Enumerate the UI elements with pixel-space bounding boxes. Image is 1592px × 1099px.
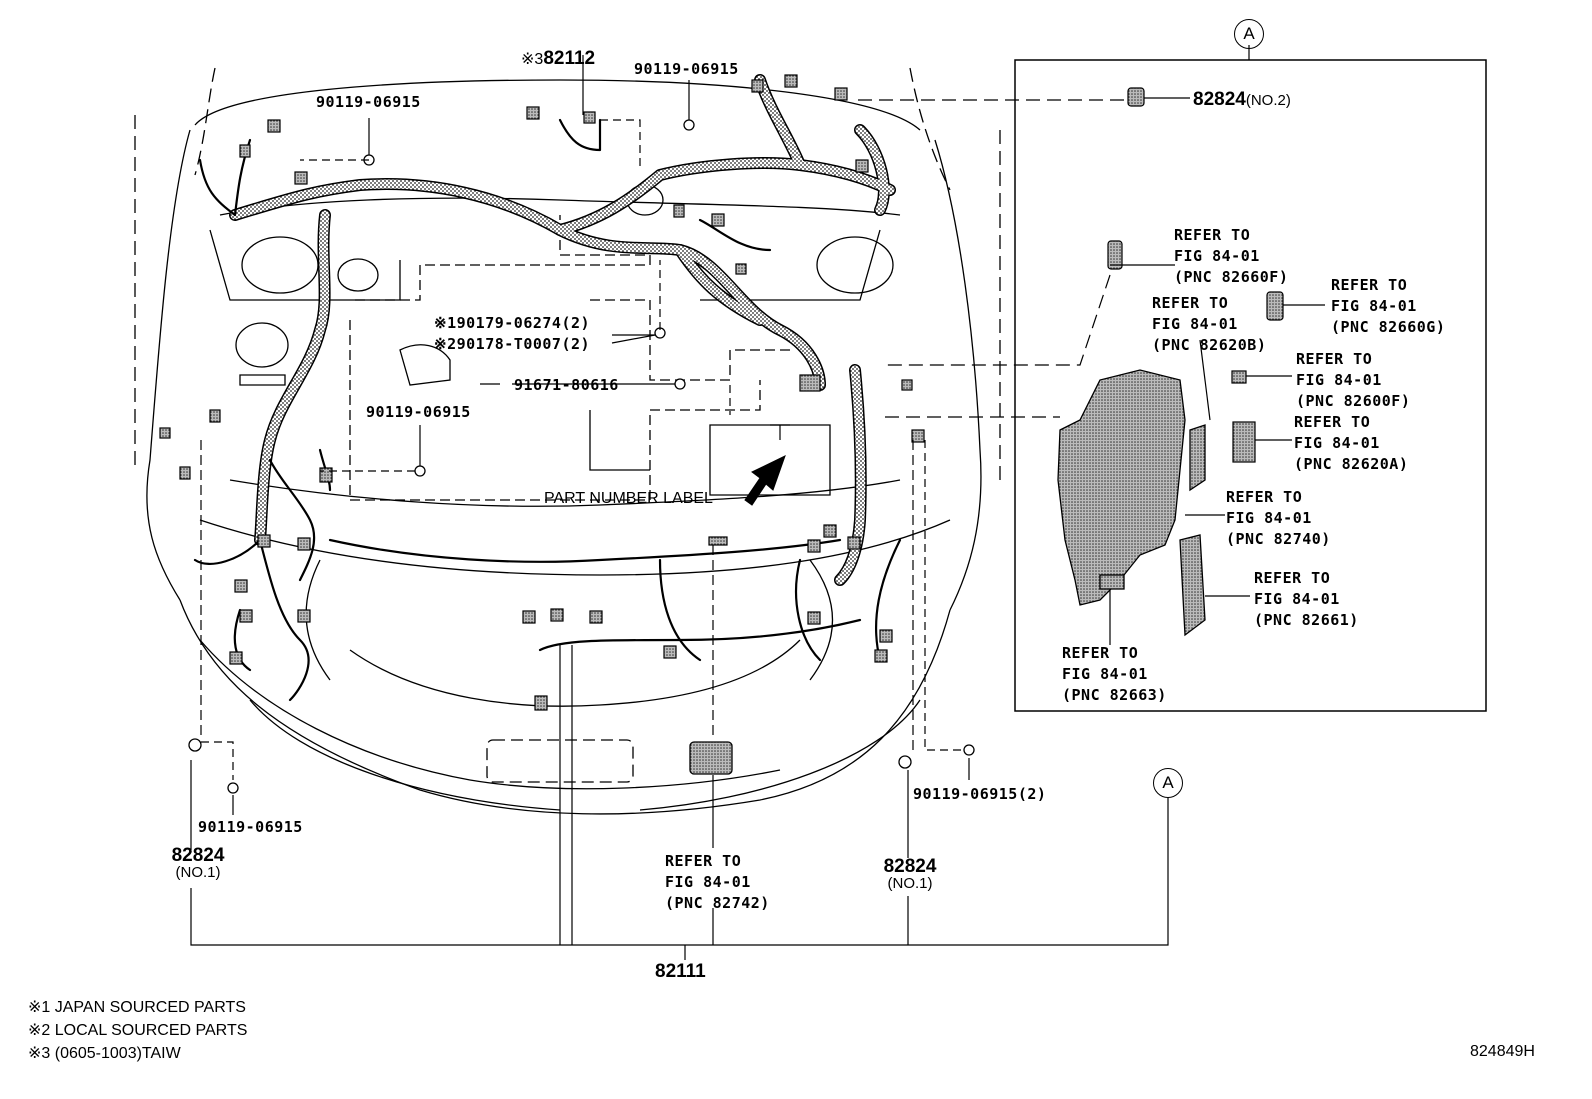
footnote-2: ※2 LOCAL SOURCED PARTS — [28, 1022, 248, 1039]
refer-82740-line2: FIG 84-01 — [1226, 509, 1312, 527]
refer-82600f-line2: FIG 84-01 — [1296, 371, 1382, 389]
part-82824-right: 82824 (NO.1) — [880, 857, 940, 891]
refer-82660g: REFER TO FIG 84-01 (PNC 82660G) — [1331, 275, 1445, 338]
refer-82600f-line1: REFER TO — [1296, 350, 1373, 368]
refer-82661: REFER TO FIG 84-01 (PNC 82661) — [1254, 568, 1359, 631]
part-82824-left-suffix: (NO.1) — [175, 864, 221, 881]
refer-82661-line3: (PNC 82661) — [1254, 611, 1359, 629]
refer-82742-line3: (PNC 82742) — [665, 894, 770, 912]
refer-82742: REFER TO FIG 84-01 (PNC 82742) — [665, 851, 770, 914]
bolt-90119-bottom-left: 90119-06915 — [198, 818, 303, 836]
refer-82620b: REFER TO FIG 84-01 (PNC 82620B) — [1152, 293, 1266, 356]
part-82824-no2: 82824(NO.2) — [1193, 90, 1291, 109]
part-number-label: PART NUMBER LABEL — [544, 490, 713, 507]
refer-82663-line2: FIG 84-01 — [1062, 665, 1148, 683]
refer-82620b-line3: (PNC 82620B) — [1152, 336, 1267, 354]
refer-82661-line1: REFER TO — [1254, 569, 1331, 587]
part-82111: 82111 — [655, 961, 706, 982]
callout-a-bottom: A — [1153, 768, 1183, 798]
refer-82661-line2: FIG 84-01 — [1254, 590, 1340, 608]
refer-82663: REFER TO FIG 84-01 (PNC 82663) — [1062, 643, 1167, 706]
bolt-90119-bottom-right: 90119-06915(2) — [913, 785, 1047, 803]
bolt-90119-top-left: 90119-06915 — [316, 93, 421, 111]
refer-82663-line1: REFER TO — [1062, 644, 1139, 662]
part-82112: ※382112 — [521, 49, 595, 68]
refer-82660f-line1: REFER TO — [1174, 226, 1251, 244]
refer-82620b-line2: FIG 84-01 — [1152, 315, 1238, 333]
footnote-3: ※3 (0605-1003)TAIW — [28, 1045, 181, 1062]
refer-82620a: REFER TO FIG 84-01 (PNC 82620A) — [1294, 412, 1408, 475]
part-82112-note: ※3 — [521, 51, 544, 68]
diagram-code: 824849H — [1470, 1043, 1535, 1060]
refer-82663-line3: (PNC 82663) — [1062, 686, 1167, 704]
refer-82660g-line3: (PNC 82660G) — [1331, 318, 1446, 336]
clip-91671-80616: 91671-80616 — [514, 376, 619, 394]
part-82824-no2-number: 82824 — [1193, 89, 1246, 110]
refer-82620b-line1: REFER TO — [1152, 294, 1229, 312]
refer-82600f: REFER TO FIG 84-01 (PNC 82600F) — [1296, 349, 1410, 412]
footnotes: ※1 JAPAN SOURCED PARTS ※2 LOCAL SOURCED … — [28, 996, 247, 1065]
refer-82660g-line1: REFER TO — [1331, 276, 1408, 294]
clip-90178-t0007: ※290178-T0007(2) — [434, 335, 591, 353]
refer-82660f: REFER TO FIG 84-01 (PNC 82660F) — [1174, 225, 1288, 288]
refer-82660f-line3: (PNC 82660F) — [1174, 268, 1289, 286]
refer-82740-line1: REFER TO — [1226, 488, 1303, 506]
label-arrow — [744, 455, 786, 506]
refer-82600f-line3: (PNC 82600F) — [1296, 392, 1411, 410]
refer-82660g-line2: FIG 84-01 — [1331, 297, 1417, 315]
clip-90179-06274: ※190179-06274(2) — [434, 314, 591, 332]
part-82824-left-number: 82824 — [171, 845, 225, 866]
part-82824-no2-suffix: (NO.2) — [1245, 92, 1291, 109]
callout-a-top: A — [1234, 19, 1264, 49]
refer-82620a-line2: FIG 84-01 — [1294, 434, 1380, 452]
refer-82740: REFER TO FIG 84-01 (PNC 82740) — [1226, 487, 1331, 550]
bolt-90119-mid-left: 90119-06915 — [366, 403, 471, 421]
refer-82620a-line3: (PNC 82620A) — [1294, 455, 1409, 473]
part-82824-right-suffix: (NO.1) — [887, 875, 933, 892]
footnote-1: ※1 JAPAN SOURCED PARTS — [28, 999, 246, 1016]
bolt-90119-top-center: 90119-06915 — [634, 60, 739, 78]
refer-82620a-line1: REFER TO — [1294, 413, 1371, 431]
part-82824-right-number: 82824 — [883, 856, 937, 877]
refer-82740-line3: (PNC 82740) — [1226, 530, 1331, 548]
part-82824-left: 82824 (NO.1) — [168, 846, 228, 880]
refer-82742-line2: FIG 84-01 — [665, 873, 751, 891]
refer-82660f-line2: FIG 84-01 — [1174, 247, 1260, 265]
part-82112-number: 82112 — [543, 48, 596, 69]
refer-82742-line1: REFER TO — [665, 852, 742, 870]
